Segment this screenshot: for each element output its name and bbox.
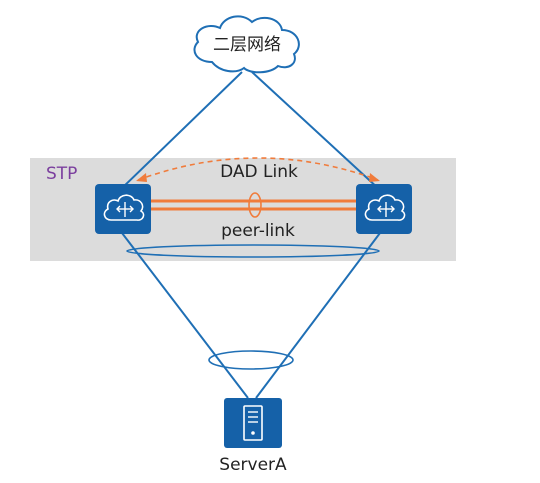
dad-link-label: DAD Link [220,162,298,182]
switch-left [95,184,151,234]
cloud-icon [193,15,300,74]
switch-bundle-ellipse [126,244,380,258]
server-label: ServerA [219,455,287,475]
dad-link-arrow-left [136,173,147,182]
cloud-switch-icon [364,194,406,221]
downlink-left [121,232,249,399]
server-icon [224,398,282,448]
dad-link-arrow-right [369,173,380,182]
cloud-switch-icon [103,194,145,221]
switch-right [356,184,412,234]
downlink-right [255,232,381,399]
server-bundle-ellipse [208,350,294,370]
uplink-left [119,71,243,191]
cloud-label: 二层网络 [213,35,281,55]
uplink-right [251,71,381,191]
peer-link-label: peer-link [221,221,295,241]
peer-link-bundle [248,192,262,218]
dad-link [137,157,379,181]
stp-label: STP [46,164,77,184]
